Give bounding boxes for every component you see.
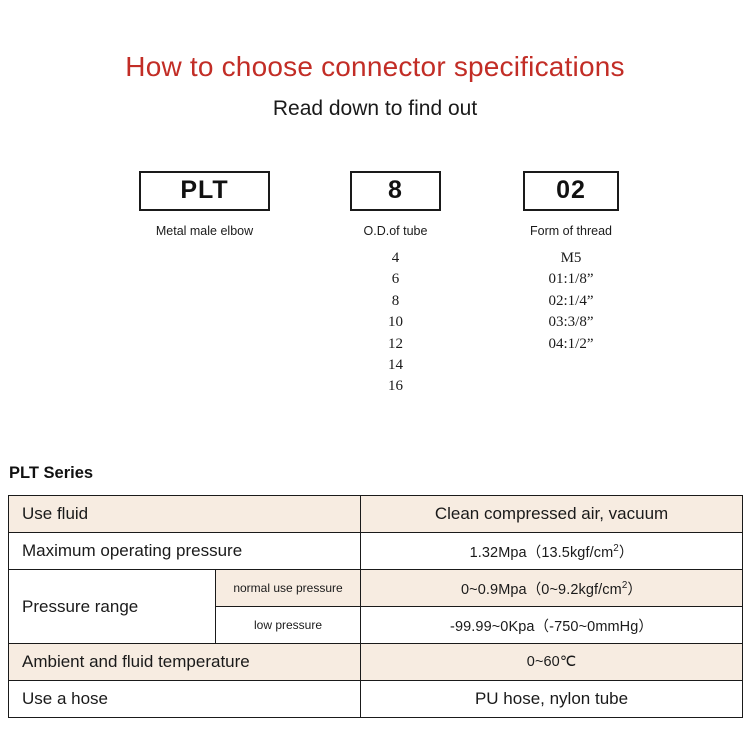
code-breakdown-section: PLT Metal male elbow 8 O.D.of tube 4 6 8 10… (0, 170, 750, 394)
code-box-tube-od: 8 (350, 170, 441, 211)
row-value: 0~60℃ (360, 643, 744, 681)
row-value: Clean compressed air, vacuum (360, 495, 744, 533)
code-option: 6 (391, 271, 400, 288)
code-options-tube-od: 4 6 8 10 12 14 16 (350, 248, 441, 398)
code-group-series: PLT Metal male elbow (139, 170, 270, 248)
code-option: 04:1/2” (548, 335, 594, 352)
row-value: PU hose, nylon tube (360, 680, 744, 718)
code-caption-tube-od: O.D.of tube (363, 223, 428, 238)
row-label: Pressure range (8, 569, 216, 644)
code-options-thread-form: M5 01:1/8” 02:1/4” 03:3/8” 04:1/2” (523, 248, 619, 355)
code-option: 02:1/4” (548, 292, 594, 309)
page-subtitle: Read down to find out (272, 96, 478, 120)
row-label: Use a hose (7, 680, 362, 718)
code-caption-thread-form: Form of thread (530, 223, 612, 238)
code-box-tube-od-text: 8 (388, 176, 403, 205)
row-value: 1.32Mpa（13.5kgf/cm2） (360, 532, 744, 570)
row-value: -99.99~0Kpa（-750~0mmHg） (360, 606, 744, 644)
code-group-thread-form: 02 Form of thread M5 01:1/8” 02:1/4” 03:3/8… (523, 170, 619, 355)
row-value: 0~0.9Mpa（0~9.2kgf/cm2） (360, 569, 744, 607)
series-heading: PLT Series (9, 464, 94, 482)
code-option: 12 (388, 335, 403, 352)
code-option: M5 (560, 249, 582, 266)
code-option: 01:1/8” (548, 271, 594, 288)
code-option: 4 (391, 249, 400, 266)
code-option: 10 (388, 314, 403, 331)
code-box-series-text: PLT (180, 176, 229, 205)
code-box-thread-form: 02 (523, 170, 619, 211)
code-box-series: PLT (139, 170, 270, 211)
row-label: Ambient and fluid temperature (7, 643, 362, 681)
row-label: Maximum operating pressure (7, 532, 362, 570)
code-box-thread-form-text: 02 (556, 176, 586, 205)
page-title: How to choose connector specifications (125, 51, 625, 82)
code-option: 14 (388, 356, 403, 373)
table-row: low pressure-99.99~0Kpa（-750~0mmHg） (9, 606, 744, 644)
code-caption-series: Metal male elbow (155, 223, 254, 238)
row-sublabel: normal use pressure (214, 569, 362, 607)
code-option: 03:3/8” (548, 314, 594, 331)
code-group-tube-od: 8 O.D.of tube 4 6 8 10 12 14 16 (350, 170, 441, 398)
row-label: Use fluid (7, 495, 362, 533)
code-option: 8 (391, 292, 400, 309)
page-header: How to choose connector specifications R… (0, 0, 750, 121)
code-option: 16 (388, 378, 403, 395)
row-sublabel: low pressure (214, 606, 362, 644)
